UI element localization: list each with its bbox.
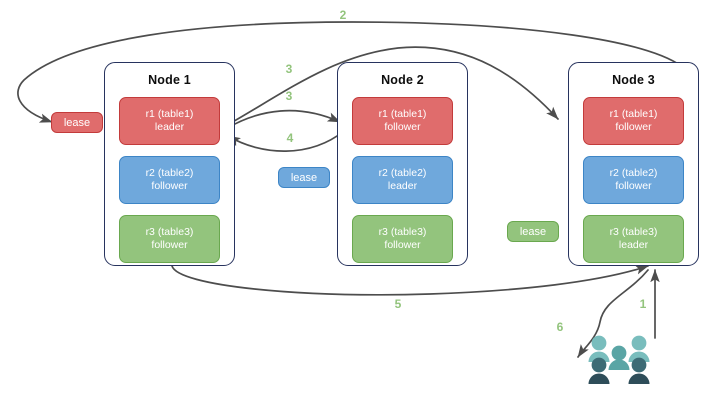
- replica-role: leader: [154, 121, 185, 133]
- replica-node2-r2[interactable]: r2 (table2) leader: [352, 156, 453, 204]
- replica-role: follower: [384, 121, 421, 133]
- replica-name: r1 (table1): [378, 108, 427, 120]
- replica-role: follower: [151, 180, 188, 192]
- replica-node2-r3[interactable]: r3 (table3) follower: [352, 215, 453, 263]
- replica-node3-r1[interactable]: r1 (table1) follower: [583, 97, 684, 145]
- replica-name: r1 (table1): [609, 108, 658, 120]
- replica-node1-r2[interactable]: r2 (table2) follower: [119, 156, 220, 204]
- replica-node1-r3[interactable]: r3 (table3) follower: [119, 215, 220, 263]
- node-card-node-2[interactable]: Node 2 r1 (table1) follower r2 (table2) …: [337, 62, 468, 266]
- replica-name: r2 (table2): [609, 167, 658, 179]
- arrow-step-6: [577, 269, 649, 358]
- step-label-3b: 3: [285, 89, 293, 103]
- replica-name: r3 (table3): [609, 226, 658, 238]
- node-title-node-2: Node 2: [381, 73, 424, 87]
- lease-badge-r3[interactable]: lease: [507, 221, 559, 242]
- replica-role: follower: [151, 239, 188, 251]
- replica-name: r1 (table1): [145, 108, 194, 120]
- node-title-node-3: Node 3: [612, 73, 655, 87]
- arrow-step-2: [17, 21, 689, 123]
- arrow-step-3-to-node3: [221, 46, 559, 129]
- lease-badge-r2[interactable]: lease: [278, 167, 330, 188]
- node-card-node-1[interactable]: Node 1 r1 (table1) leader r2 (table2) fo…: [104, 62, 235, 266]
- lease-badge-r1[interactable]: lease: [51, 112, 103, 133]
- arrow-step-3-to-node2: [223, 109, 341, 131]
- node-card-node-3[interactable]: Node 3 r1 (table1) follower r2 (table2) …: [568, 62, 699, 266]
- step-label-6: 6: [556, 320, 564, 334]
- replica-node3-r2[interactable]: r2 (table2) follower: [583, 156, 684, 204]
- replica-node1-r1[interactable]: r1 (table1) leader: [119, 97, 220, 145]
- step-label-1: 1: [639, 297, 647, 311]
- arrow-step-4: [227, 130, 345, 152]
- step-label-2: 2: [339, 8, 347, 22]
- people-icon: [588, 335, 650, 384]
- replica-name: r3 (table3): [378, 226, 427, 238]
- arrow-step-5: [171, 265, 649, 296]
- node-title-node-1: Node 1: [148, 73, 191, 87]
- replica-name: r3 (table3): [145, 226, 194, 238]
- replica-name: r2 (table2): [378, 167, 427, 179]
- replica-role: follower: [615, 180, 652, 192]
- replica-node2-r1[interactable]: r1 (table1) follower: [352, 97, 453, 145]
- replica-role: leader: [387, 180, 418, 192]
- replica-node3-r3[interactable]: r3 (table3) leader: [583, 215, 684, 263]
- step-label-4: 4: [286, 131, 294, 145]
- replica-role: follower: [384, 239, 421, 251]
- step-label-5: 5: [394, 297, 402, 311]
- replica-name: r2 (table2): [145, 167, 194, 179]
- replica-role: leader: [618, 239, 649, 251]
- replica-role: follower: [615, 121, 652, 133]
- step-label-3a: 3: [285, 62, 293, 76]
